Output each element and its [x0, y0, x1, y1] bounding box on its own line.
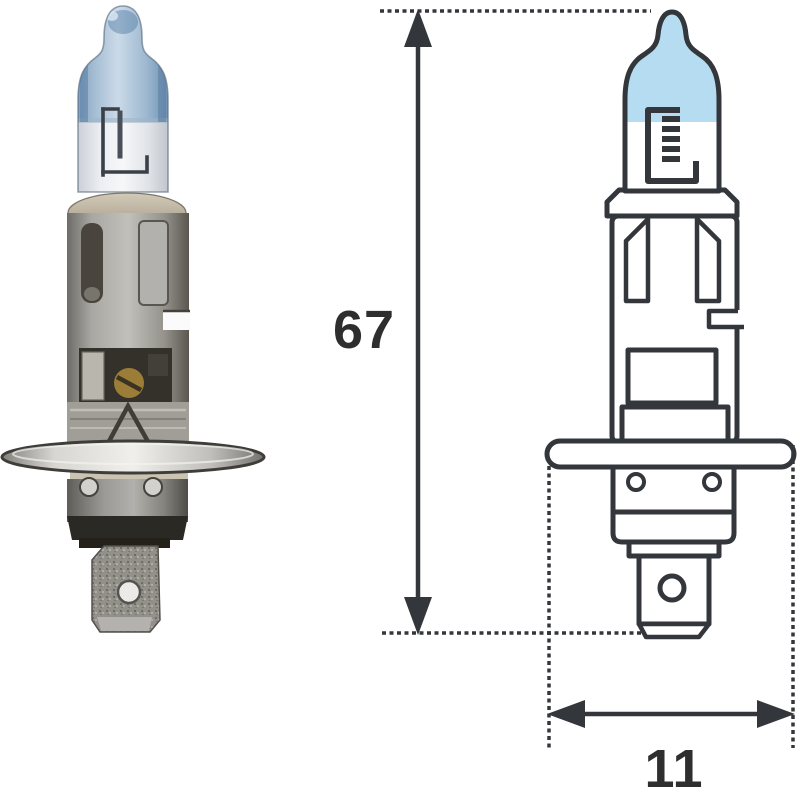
width-arrow-left-icon: [547, 700, 585, 728]
photo-rivet-right: [143, 477, 163, 497]
drawing-rivet-left: [626, 472, 646, 492]
photo-filament: [101, 107, 149, 177]
photo-left-slot: [81, 223, 103, 303]
photo-metal-base: [67, 213, 190, 449]
drawing-flange: [544, 438, 797, 470]
photo-terminal-tab: [91, 545, 161, 633]
bulb-photo: [0, 5, 266, 633]
drawing-left-slot: [623, 216, 651, 304]
height-dimension-lines: [380, 9, 651, 635]
drawing-tab-hole: [657, 573, 687, 603]
drawing-lower-band: [619, 404, 731, 445]
width-dimension-lines: [547, 445, 795, 748]
drawing-base-collar: [604, 187, 740, 219]
photo-tab-hole: [116, 579, 142, 605]
height-arrow-up-icon: [404, 9, 432, 47]
photo-right-tab-slot: [138, 220, 169, 306]
width-dimension-label: 11: [644, 739, 704, 799]
height-dimension-label: 67: [332, 300, 396, 360]
drawing-tab-bevel: [636, 621, 712, 640]
photo-glass-envelope: [77, 5, 169, 193]
photo-black-band: [67, 516, 188, 540]
drawing-side-notch: [706, 308, 744, 330]
drawing-right-slot: [694, 216, 722, 304]
bulb-outline-drawing: [544, 9, 797, 640]
photo-side-notch: [163, 311, 190, 330]
photo-dark-step: [79, 538, 170, 548]
drawing-lower-collar: [610, 509, 737, 545]
drawing-glass-envelope: [622, 9, 722, 194]
photo-flange-disc: [0, 439, 266, 475]
photo-contact-window: [79, 348, 172, 403]
drawing-rivet-right: [702, 472, 722, 492]
height-arrow-down-icon: [404, 597, 432, 635]
photo-rivet-left: [79, 477, 99, 497]
drawing-filament: [645, 107, 699, 184]
width-arrow-right-icon: [757, 700, 795, 728]
drawing-window: [625, 347, 719, 406]
